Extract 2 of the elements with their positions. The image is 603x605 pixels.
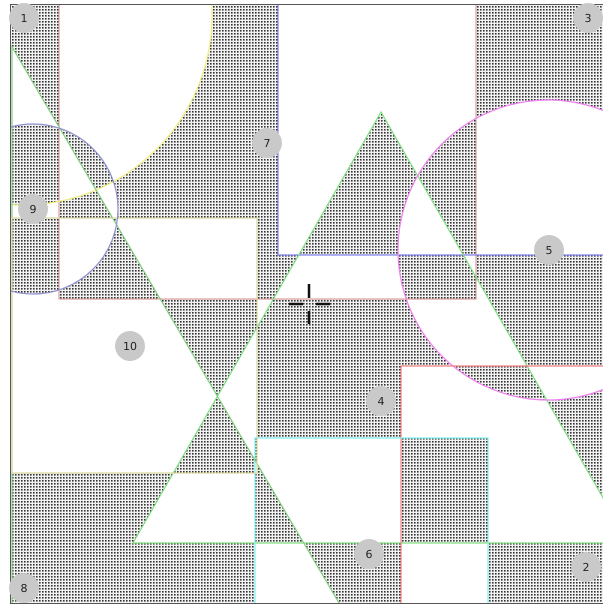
number-marker: 5 bbox=[534, 235, 564, 265]
number-marker: 10 bbox=[115, 331, 145, 361]
